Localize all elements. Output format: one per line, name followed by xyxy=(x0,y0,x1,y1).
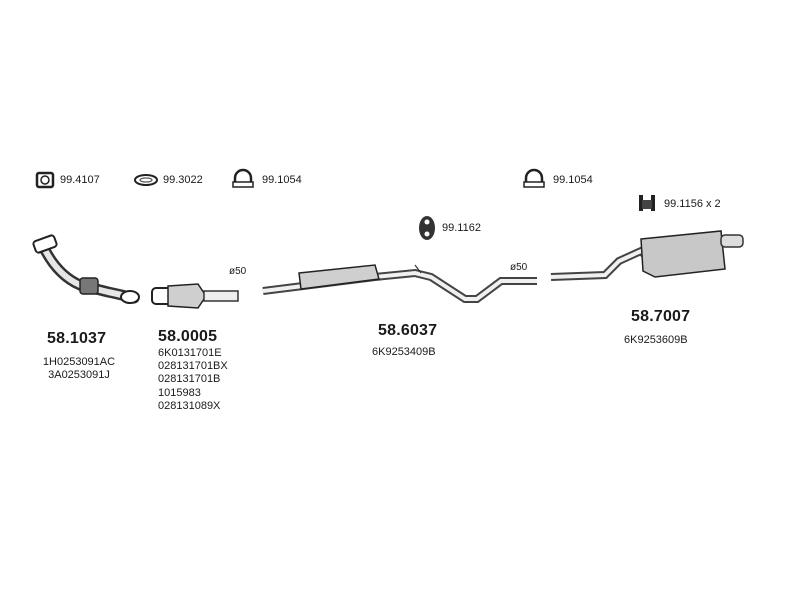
accessory-code: 99.4107 xyxy=(60,174,100,186)
reference-code: 028131701BX xyxy=(158,360,228,373)
accessory-code: 99.1054 xyxy=(262,174,302,186)
reference-code: 6K0131701E xyxy=(158,347,222,359)
front-pipe-drawing[interactable] xyxy=(30,230,145,310)
reference-code: 1H0253091AC xyxy=(42,356,116,368)
diameter-label: ø50 xyxy=(229,266,247,277)
reference-list: 6K0131701E 028131701BX 028131701B 101598… xyxy=(158,347,228,413)
accessory-code: 99.3022 xyxy=(163,174,203,186)
middle-silencer-drawing[interactable] xyxy=(255,255,545,315)
diameter-label: ø50 xyxy=(510,262,528,273)
rubber-hanger-icon[interactable] xyxy=(416,214,438,242)
accessory-code: 99.1156 x 2 xyxy=(664,198,721,210)
rear-silencer-drawing[interactable] xyxy=(545,225,750,290)
u-clamp-icon[interactable] xyxy=(522,168,546,190)
reference-code: 1015983 xyxy=(158,386,201,399)
reference-code: 028131701B xyxy=(158,373,221,386)
u-clamp-icon[interactable] xyxy=(231,168,255,190)
part-number: 58.6037 xyxy=(378,322,438,339)
reference-code: 6K9253409B xyxy=(372,346,436,358)
reference-code: 028131089X xyxy=(158,399,221,412)
reference-list: 6K9253409B xyxy=(372,346,436,359)
reference-list: 6K9253609B xyxy=(624,334,688,347)
reference-list: 1H0253091AC 3A0253091J xyxy=(24,356,134,382)
accessory-code: 99.1054 xyxy=(553,174,593,186)
accessory-code: 99.1162 xyxy=(442,222,481,234)
catalytic-converter-drawing[interactable] xyxy=(148,278,243,314)
part-number: 58.1037 xyxy=(47,330,107,347)
reference-code: 6K9253609B xyxy=(624,334,688,346)
reference-code: 3A0253091J xyxy=(48,369,110,382)
part-number: 58.0005 xyxy=(158,328,218,345)
square-clamp-icon[interactable] xyxy=(35,171,55,189)
rubber-ring-icon[interactable] xyxy=(133,173,159,187)
mount-bracket-icon[interactable] xyxy=(636,192,658,214)
part-number: 58.7007 xyxy=(631,308,691,325)
